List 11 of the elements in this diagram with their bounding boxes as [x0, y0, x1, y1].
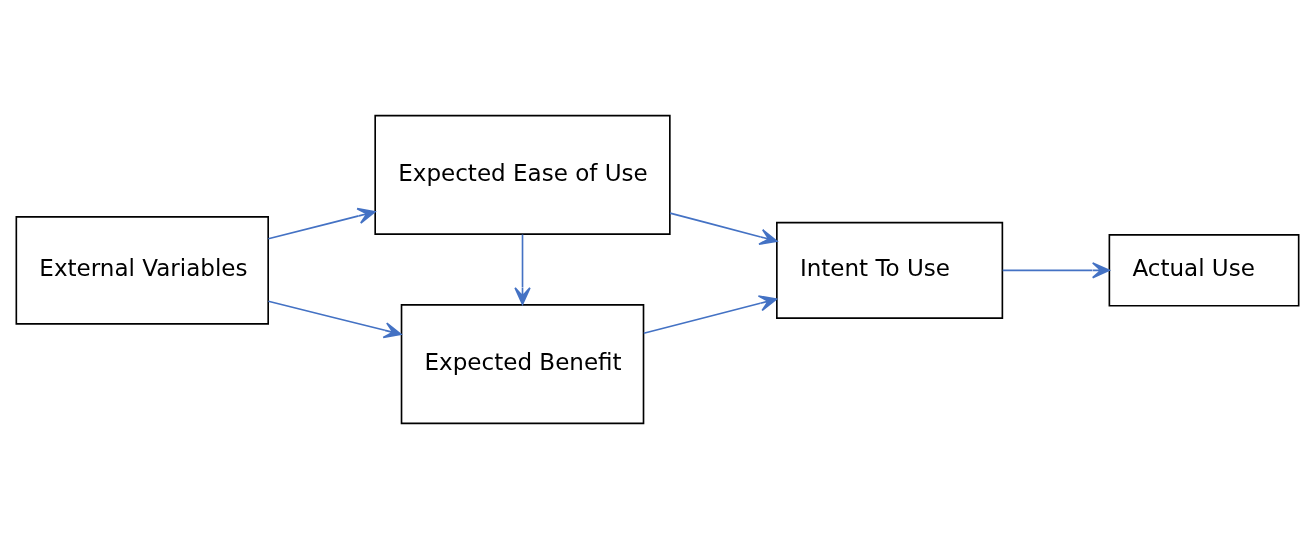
arrow [267, 300, 402, 339]
node-box: Intent To Use [776, 221, 1004, 319]
arrow [267, 207, 376, 240]
node-box: Expected Benefit [400, 304, 645, 425]
node-box: Actual Use [1108, 234, 1300, 307]
arrow [1001, 262, 1110, 279]
arrow [642, 295, 778, 335]
node-box: External Variables [15, 216, 269, 325]
arrow [514, 233, 531, 306]
node-box: Expected Ease of Use [374, 114, 671, 235]
arrow [669, 212, 778, 245]
